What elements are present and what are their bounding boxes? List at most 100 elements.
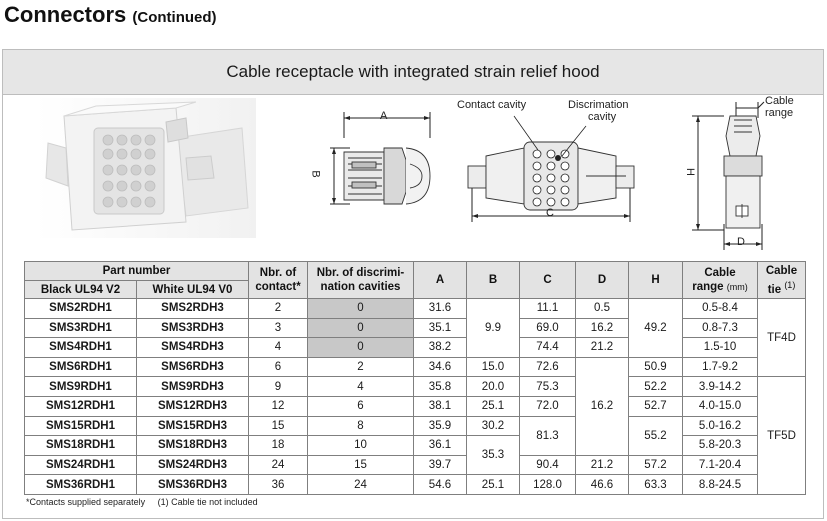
- cell-c: 72.6: [519, 356, 576, 378]
- cell-white: SMS24RDH3: [136, 454, 249, 476]
- cell-a: 35.8: [413, 376, 467, 397]
- table-row: SMS3RDH1 SMS3RDH3 3 0 35.1 69.0 16.2 0.8…: [24, 317, 806, 339]
- cell-white: SMS15RDH3: [136, 415, 249, 437]
- heading-subtitle: (Continued): [132, 9, 217, 26]
- header-d: D: [575, 261, 629, 299]
- cell-b-merged: 9.9: [466, 298, 520, 358]
- cell-black: SMS3RDH1: [24, 317, 137, 339]
- cell-range: 0.8-7.3: [682, 317, 758, 339]
- cell-range: 0.5-8.4: [682, 298, 758, 319]
- cell-d: 46.6: [575, 474, 629, 495]
- cell-discr: 4: [307, 376, 414, 397]
- cell-c: 90.4: [519, 454, 576, 476]
- cell-a: 35.9: [413, 415, 467, 437]
- cell-a: 34.6: [413, 356, 467, 378]
- cell-c: 69.0: [519, 317, 576, 339]
- cell-white: SMS6RDH3: [136, 356, 249, 378]
- cell-range: 1.5-10: [682, 337, 758, 358]
- table-row: SMS12RDH1 SMS12RDH3 12 6 38.1 25.1 72.0 …: [24, 395, 806, 417]
- cell-discr: 2: [307, 356, 414, 378]
- cell-discr: 0: [307, 298, 414, 319]
- cell-h: 52.7: [628, 395, 683, 417]
- cell-b-merged: 35.3: [466, 435, 520, 476]
- cell-black: SMS6RDH1: [24, 356, 137, 378]
- cell-contacts: 24: [248, 454, 308, 476]
- cell-h-merged: 49.2: [628, 298, 683, 358]
- header-b: B: [466, 261, 520, 299]
- cell-a: 38.2: [413, 337, 467, 358]
- table-row: SMS6RDH1 SMS6RDH3 6 2 34.6 15.0 72.6 16.…: [24, 356, 806, 456]
- dim-label-h: H: [683, 168, 696, 176]
- cell-discr: 0: [307, 337, 414, 358]
- header-h: H: [628, 261, 683, 299]
- table-row: SMS9RDH1 SMS9RDH3 9 4 35.8 20.0 75.3 52.…: [24, 376, 806, 495]
- cell-discr: 10: [307, 435, 414, 456]
- header-white: White UL94 V0: [136, 280, 249, 299]
- discrimination-label-line2: cavity: [588, 111, 617, 123]
- cell-black: SMS9RDH1: [24, 376, 137, 397]
- dim-label-b: B: [309, 170, 322, 178]
- cell-a: 38.1: [413, 395, 467, 417]
- cell-tie-merged: TF4D: [757, 297, 806, 378]
- cell-contacts: 15: [248, 415, 308, 437]
- cell-black: SMS4RDH1: [24, 337, 137, 358]
- cell-contacts: 4: [248, 337, 308, 358]
- heading-title: Connectors: [4, 2, 127, 27]
- cell-white: SMS3RDH3: [136, 317, 249, 339]
- product-panel: Cable receptacle with integrated strain …: [2, 49, 824, 519]
- footnote-contacts: *Contacts supplied separately: [26, 497, 146, 507]
- cell-discr: 15: [307, 454, 414, 476]
- cell-d: 16.2: [575, 317, 629, 339]
- table-row: SMS36RDH1 SMS36RDH3 36 24 54.6 25.1 128.…: [24, 474, 806, 495]
- cell-a: 36.1: [413, 435, 467, 456]
- cell-black: SMS24RDH1: [24, 454, 137, 476]
- header-black: Black UL94 V2: [24, 280, 137, 299]
- cell-c: 128.0: [519, 474, 576, 495]
- top-view-drawing: [692, 101, 765, 250]
- cell-white: SMS18RDH3: [136, 435, 249, 456]
- cell-h: 52.2: [628, 376, 683, 397]
- cell-h-merged: 55.2: [628, 415, 683, 456]
- cell-a: 35.1: [413, 317, 467, 339]
- cell-white: SMS4RDH3: [136, 337, 249, 358]
- cell-white: SMS2RDH3: [136, 298, 249, 319]
- cell-c: 72.0: [519, 395, 576, 417]
- panel-title: Cable receptacle with integrated strain …: [3, 50, 823, 95]
- cell-black: SMS15RDH1: [24, 415, 137, 437]
- cell-b: 15.0: [466, 356, 520, 378]
- cell-c: 74.4: [519, 337, 576, 358]
- cell-h: 57.2: [628, 454, 683, 476]
- dim-label-a: A: [380, 110, 388, 122]
- cell-d-merged: 16.2: [575, 356, 629, 456]
- cell-range: 4.0-15.0: [682, 395, 758, 417]
- cell-b: 25.1: [466, 395, 520, 417]
- table-row: SMS2RDH1 SMS2RDH3 2 0 31.6 9.9 11.1 0.5 …: [24, 297, 806, 378]
- cell-contacts: 36: [248, 474, 308, 495]
- cell-c: 11.1: [519, 298, 576, 319]
- cell-white: SMS36RDH3: [136, 474, 249, 495]
- cell-d: 21.2: [575, 454, 629, 476]
- cell-white: SMS12RDH3: [136, 395, 249, 417]
- cell-black: SMS36RDH1: [24, 474, 137, 495]
- discrimination-label-line1: Discrimation: [568, 99, 629, 111]
- cell-range: 7.1-20.4: [682, 454, 758, 476]
- cell-discr: 8: [307, 415, 414, 437]
- cable-range-label-line2: range: [765, 107, 794, 119]
- cell-discr: 6: [307, 395, 414, 417]
- cell-contacts: 18: [248, 435, 308, 456]
- footnote: *Contacts supplied separately (1) Cable …: [26, 497, 258, 507]
- cell-black: SMS2RDH1: [24, 298, 137, 319]
- cell-range: 5.8-20.3: [682, 435, 758, 456]
- cell-contacts: 3: [248, 317, 308, 339]
- cell-contacts: 6: [248, 356, 308, 378]
- cell-a: 54.6: [413, 474, 467, 495]
- cell-contacts: 9: [248, 376, 308, 397]
- cell-c-merged: 81.3: [519, 415, 576, 456]
- cell-a: 39.7: [413, 454, 467, 476]
- cell-range: 1.7-9.2: [682, 356, 758, 378]
- cell-b: 30.2: [466, 415, 520, 437]
- contact-cavity-label: Contact cavity: [457, 99, 527, 111]
